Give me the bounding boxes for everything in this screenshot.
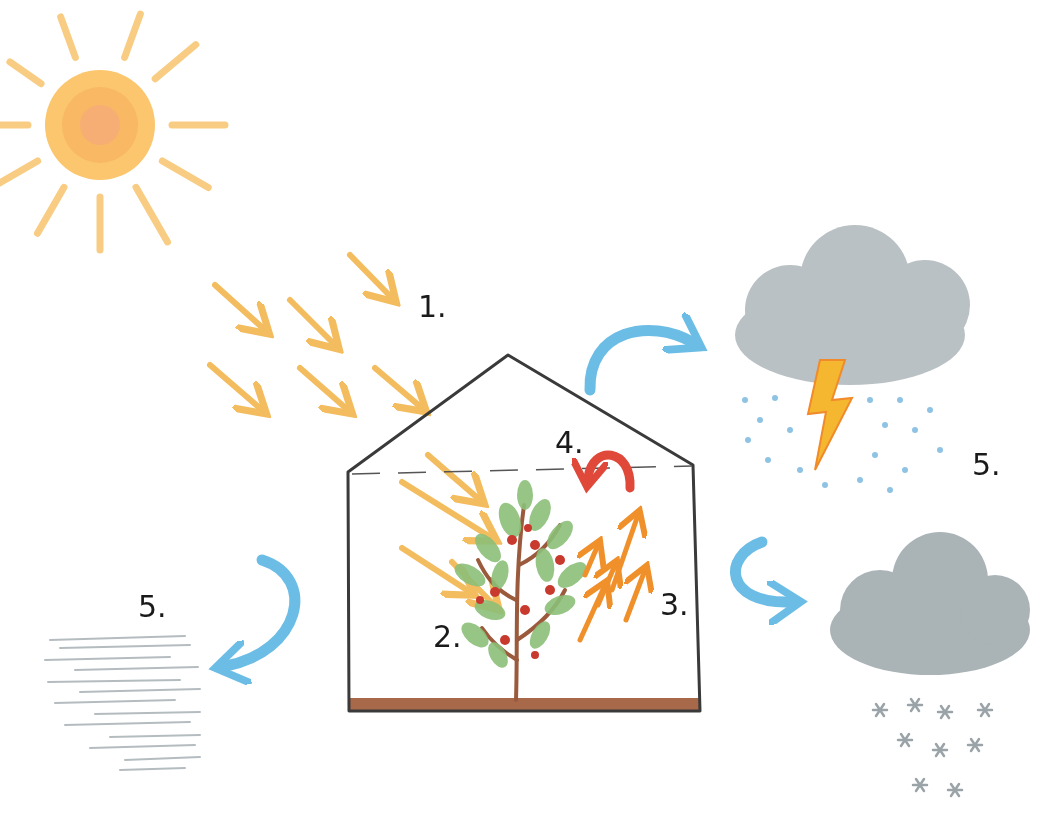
snow-cloud	[830, 532, 1030, 796]
callout-number: 4.	[555, 428, 584, 458]
callout-number: 1.	[418, 292, 447, 322]
storm-cloud	[735, 225, 970, 493]
tree	[451, 480, 591, 700]
heat-arrows	[580, 515, 645, 640]
sun	[0, 14, 225, 250]
sunlight-arrows	[210, 255, 495, 606]
wind-lines	[45, 636, 200, 770]
callout-number: 3.	[660, 590, 689, 620]
callout-number: 2.	[433, 622, 462, 652]
callout-number: 5.	[138, 592, 167, 622]
reflected-heat-arrow	[588, 455, 630, 488]
callout-number: 5.	[972, 450, 1001, 480]
greenhouse	[348, 355, 700, 711]
weather-arrows	[226, 330, 790, 666]
